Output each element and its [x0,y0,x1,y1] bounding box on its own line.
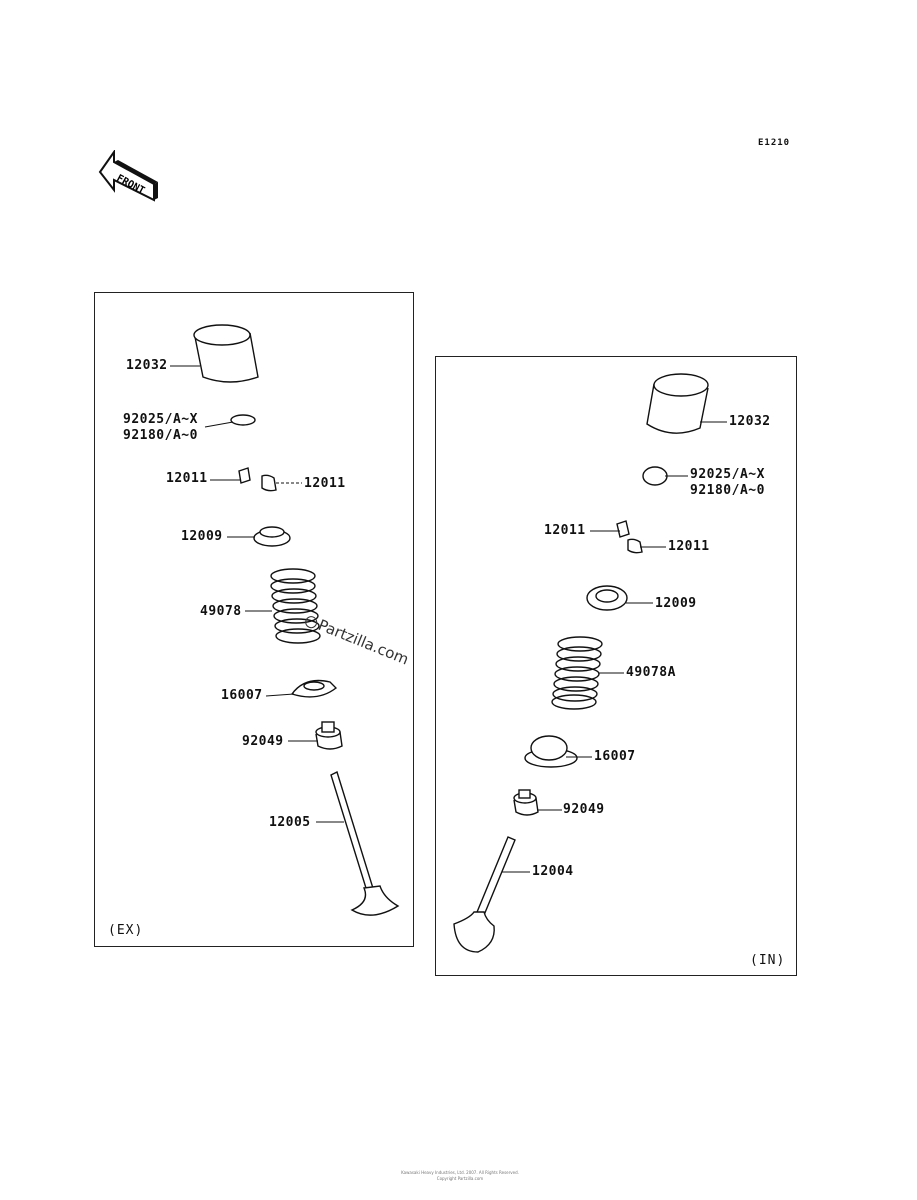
in-retainer-label: 12009 [655,596,697,611]
ex-spring-seat-label: 16007 [221,688,263,703]
exhaust-tag: (EX) [108,923,144,938]
in-lifter-label: 12032 [729,414,771,429]
ex-lifter-part [193,324,259,383]
ex-spring-seat-part [290,679,338,698]
ex-lifter-label: 12032 [126,358,168,373]
in-spring-seat-label: 16007 [594,749,636,764]
in-valve-part [453,836,516,953]
intake-panel [435,356,797,976]
in-lifter-part [646,373,709,434]
in-keeper-part [616,520,643,554]
in-seal-part [513,789,539,816]
ex-spring-label: 49078 [200,604,242,619]
front-arrow-icon: FRONT [98,150,158,202]
in-spring-label: 49078A [626,665,676,680]
ex-retainer-part [253,526,291,547]
ex-shim-part [230,414,256,426]
ex-valve-label: 12005 [269,815,311,830]
in-spring-seat-part [524,735,578,768]
ex-seal-part [315,721,343,750]
exhaust-panel [94,292,414,947]
in-spring-part [551,636,603,710]
in-shim-part [642,466,668,486]
ex-spring-part [270,568,321,644]
ex-seal-label: 92049 [242,734,284,749]
in-keeper-left-label: 12011 [544,523,586,538]
in-seal-label: 92049 [563,802,605,817]
intake-tag: (IN) [750,953,786,968]
copyright-line-2: Copyright Partzilla.com [436,1176,484,1181]
ex-keeper-left-label: 12011 [166,471,208,486]
in-valve-label: 12004 [532,864,574,879]
diagram-code: E1210 [758,138,791,148]
in-shim-label: 92025/A~X 92180/A~0 [690,467,765,498]
ex-keeper-part [238,467,277,492]
in-retainer-part [586,585,628,611]
in-keeper-right-label: 12011 [668,539,710,554]
ex-shim-label: 92025/A~X 92180/A~0 [123,412,198,443]
ex-keeper-right-label: 12011 [304,476,346,491]
ex-retainer-label: 12009 [181,529,223,544]
ex-valve-part [330,771,400,916]
copyright-line-1: Kawasaki Heavy Industries, Ltd. 2007. Al… [401,1170,519,1175]
